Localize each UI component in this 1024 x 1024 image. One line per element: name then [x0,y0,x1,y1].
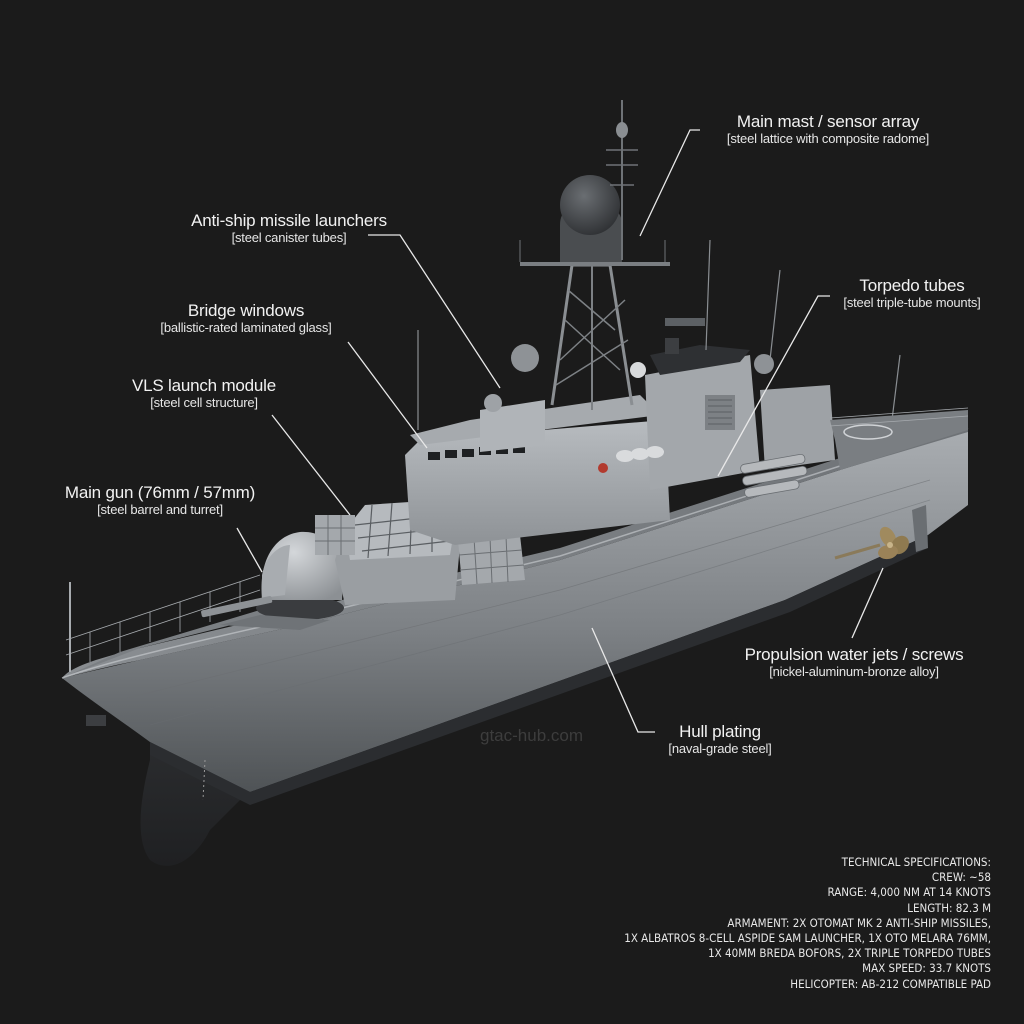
annotation-material: [nickel-aluminum-bronze alloy] [769,663,939,679]
annotation-material: [steel cell structure] [150,394,258,410]
torpedo-tube-mount [740,453,808,498]
annotation-torpedo-tubes: Torpedo tubes [steel triple-tube mounts] [843,276,980,310]
superstructure [405,344,670,545]
radome [560,175,620,235]
spec-line: HELICOPTER: AB-212 COMPATIBLE PAD [790,976,991,991]
leader-lines [236,129,884,733]
annotation-anti-ship-missiles: Anti-ship missile launchers [steel canis… [191,211,387,245]
anti-ship-missile-canisters-fwd [315,515,355,555]
annotation-title: Torpedo tubes [859,276,965,295]
annotation-main-mast: Main mast / sensor array [steel lattice … [727,112,929,146]
annotation-material: [steel canister tubes] [231,229,347,245]
annotation-vls-module: VLS launch module [steel cell structure] [132,376,276,410]
anti-ship-missile-canisters-aft [458,535,525,585]
annotation-material: [ballistic-rated laminated glass] [160,319,332,335]
annotation-title: Main mast / sensor array [736,112,920,131]
annotation-material: [steel triple-tube mounts] [843,294,981,310]
leader-propulsion [851,567,884,639]
annotation-main-gun: Main gun (76mm / 57mm) [steel barrel and… [65,483,255,517]
leader-hull [591,627,655,733]
fire-control-radar [511,344,539,372]
spec-line: 1x ALBATROS 8-CELL ASPIDE SAM LAUNCHER, … [624,931,991,946]
spec-line: RANGE: 4,000 NM AT 14 KNOTS [827,885,992,900]
helipad [829,407,969,470]
technical-specifications: TECHNICAL SPECIFICATIONS: CREW: ~58 RANG… [371,855,991,992]
spec-line: MAX SPEED: 33.7 KNOTS [862,961,991,976]
aft-superstructure [417,239,901,498]
annotation-bridge-windows: Bridge windows [ballistic-rated laminate… [160,301,331,335]
annotation-title: Hull plating [679,722,761,741]
leader-torpedo [717,295,830,477]
hull-side [62,430,968,792]
annotation-title: Propulsion water jets / screws [744,645,964,664]
annotation-title: Anti-ship missile launchers [191,211,387,230]
leader-vls [271,414,351,516]
annotation-title: Main gun (76mm / 57mm) [64,483,256,502]
annotation-material: [steel barrel and turret] [97,501,223,517]
spec-line: ARMAMENT: 2x OTOMAT MK 2 ANTI-SHIP MISSI… [727,915,991,930]
main-mast [519,100,670,410]
spec-line: LENGTH: 82.3 M [907,900,991,915]
life-rafts [616,446,664,462]
leader-anti-ship [368,234,501,389]
annotation-title: Bridge windows [187,301,305,320]
specs-heading: TECHNICAL SPECIFICATIONS: [841,855,991,869]
propeller [834,526,909,560]
leader-main-gun [236,527,263,573]
annotation-propulsion: Propulsion water jets / screws [nickel-a… [745,645,964,679]
leader-main-mast [639,129,700,237]
fore-railing [65,574,261,672]
gun-barrel [201,596,273,618]
annotation-material: [steel lattice with composite radome] [726,130,930,146]
annotation-hull-plating: Hull plating [naval-grade steel] [668,722,771,756]
spec-line: 1x 40MM BREDA BOFORS, 2x TRIPLE TORPEDO … [708,946,991,961]
spec-line: CREW: ~58 [931,870,991,885]
watermark: gtac-hub.com [480,726,583,745]
annotation-material: [naval-grade steel] [668,740,772,756]
annotation-title: VLS launch module [131,376,277,395]
rudder [912,505,928,552]
leader-bridge [347,341,428,449]
anchor [86,715,106,726]
